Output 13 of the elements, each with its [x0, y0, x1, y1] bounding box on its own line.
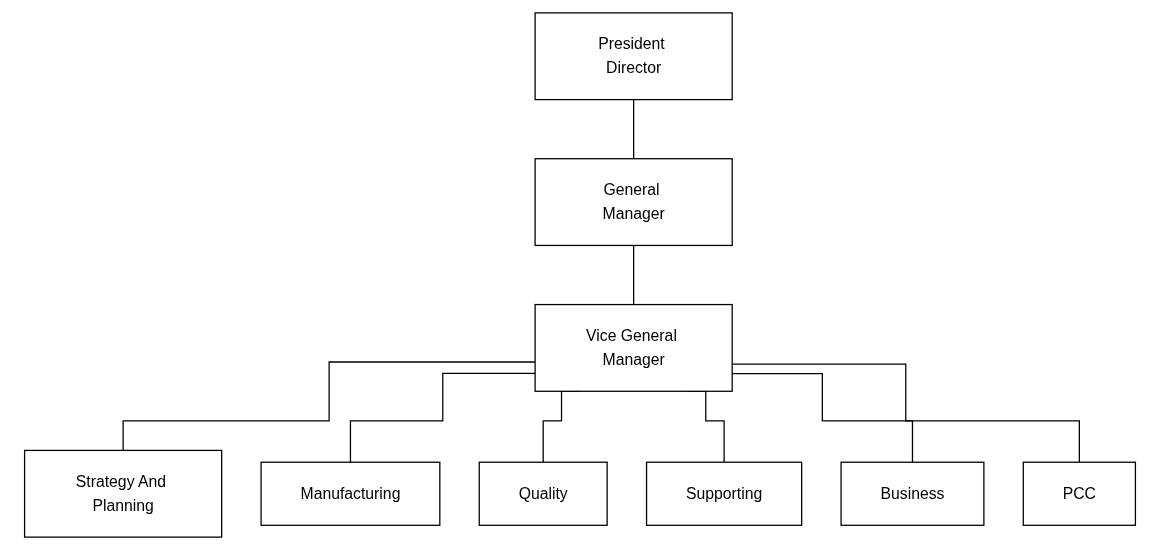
connector	[633, 244, 635, 306]
node-box: Manufacturing	[260, 461, 441, 526]
connector	[349, 372, 536, 463]
node-box: Supporting	[645, 461, 803, 526]
node-box: General Manager	[534, 158, 733, 247]
node-box: Quality	[478, 461, 608, 526]
node-box: President Director	[534, 12, 733, 101]
node-box: Business	[840, 461, 985, 526]
node-box: Strategy And Planning	[23, 449, 223, 538]
connector	[122, 361, 536, 452]
node-box: Vice General Manager	[534, 303, 733, 392]
node-box: PCC	[1022, 461, 1137, 526]
connector	[633, 98, 635, 160]
